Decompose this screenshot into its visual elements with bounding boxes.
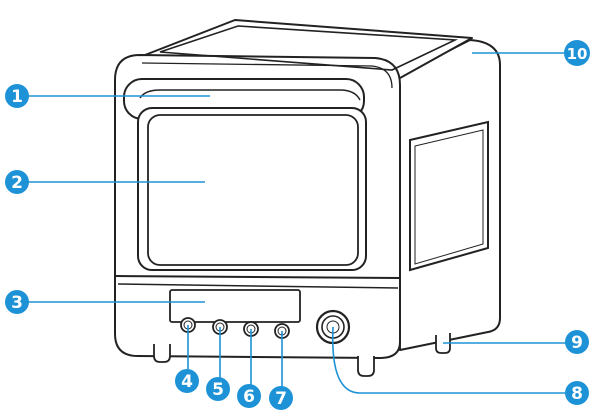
oven-front-bezel <box>141 62 393 89</box>
callout-10: 10 <box>564 40 590 66</box>
callout-4: 4 <box>175 369 199 393</box>
callout-2: 2 <box>5 170 29 194</box>
callout-2-label: 2 <box>11 173 23 193</box>
callout-6-label: 6 <box>243 387 255 407</box>
door-window <box>137 107 367 271</box>
leader-line-8 <box>331 326 566 394</box>
callout-7-label: 7 <box>275 389 287 409</box>
oven-foot-front-right <box>357 356 375 377</box>
callout-8-label: 8 <box>571 384 583 404</box>
callout-3: 3 <box>5 290 29 314</box>
control-panel-edge <box>117 283 399 289</box>
control-button-4 <box>180 317 196 333</box>
door-bottom-edge <box>114 275 401 279</box>
callout-8: 8 <box>565 381 589 405</box>
callout-10-label: 10 <box>567 45 588 63</box>
callout-1-label: 1 <box>11 87 23 107</box>
callout-9-label: 9 <box>571 333 583 353</box>
callout-4-label: 4 <box>181 372 193 392</box>
callout-3-label: 3 <box>11 293 23 313</box>
side-window-inner <box>414 129 484 265</box>
callout-7: 7 <box>269 386 293 410</box>
oven-top-inset <box>159 25 459 71</box>
control-display <box>169 289 301 323</box>
callout-1: 1 <box>5 84 29 108</box>
callout-9: 9 <box>565 330 589 354</box>
oven-foot-front-left <box>153 344 171 363</box>
side-window <box>409 120 489 272</box>
callout-5-label: 5 <box>212 380 224 400</box>
callout-6: 6 <box>237 384 261 408</box>
callout-5: 5 <box>206 377 230 401</box>
